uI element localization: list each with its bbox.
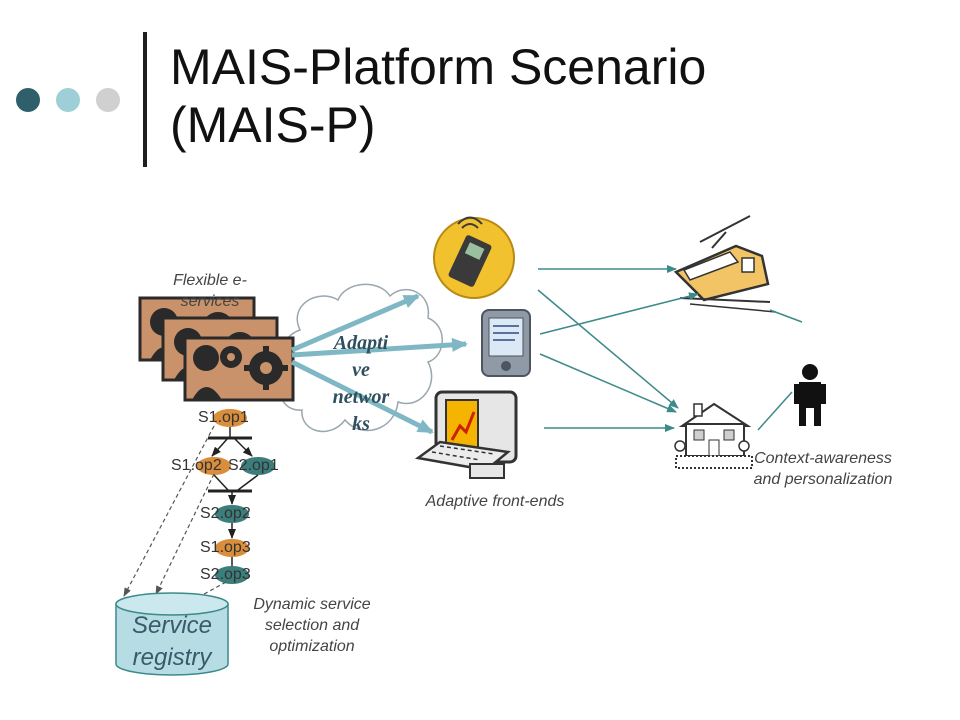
pda-icon (481, 309, 531, 377)
op-label-s1-op3: S1.op3 (200, 539, 251, 556)
phone-icon (433, 216, 515, 299)
context-arrows (537, 265, 803, 432)
computer-icon (414, 390, 518, 479)
cloud-line-1: Adapti (333, 332, 389, 354)
title-line-2: (MAIS-P) (170, 97, 376, 153)
dot-dark (16, 88, 40, 112)
s2-op2-node (215, 505, 249, 523)
cloud-line-3: networ (332, 386, 390, 408)
s2-op3-node (215, 566, 249, 584)
registry-line-1: Service (131, 612, 213, 639)
op-label-s2-op2: S2.op2 (200, 505, 251, 522)
title-divider (143, 32, 147, 167)
dot-grey (96, 88, 120, 112)
cloud-line-2: ve (352, 359, 370, 381)
context-awareness-caption: Context-awareness and personalization (753, 450, 893, 488)
train-icon (673, 215, 777, 313)
dot-light (56, 88, 80, 112)
network-arrows (290, 293, 468, 435)
e-service-card-front (183, 336, 295, 402)
s1-op3-node (215, 539, 249, 557)
op-label-s1-op2: S1.op2 (171, 457, 222, 474)
adaptive-networks-label: Adapti ve networ ks (318, 330, 404, 438)
e-service-card-icon (138, 296, 295, 402)
page-title: MAIS-Platform Scenario (MAIS-P) (170, 38, 930, 154)
cloud-line-4: ks (352, 413, 370, 435)
op-label-s2-op1: S2.op1 (228, 457, 279, 474)
house-icon (674, 402, 753, 469)
adaptive-front-ends-caption: Adaptive front-ends (425, 493, 565, 510)
dynamic-selection-caption: Dynamic service selection and optimizati… (253, 596, 371, 655)
op-label-s1-op1: S1.op1 (198, 409, 249, 426)
person-icon (794, 364, 826, 426)
s1-op1-node (213, 409, 247, 427)
title-line-1: MAIS-Platform Scenario (170, 39, 707, 95)
s2-op1-node (241, 457, 275, 475)
workflow (197, 409, 275, 584)
service-registry-cylinder (115, 592, 229, 676)
op-label-s2-op3: S2.op3 (200, 566, 251, 583)
flexible-services-caption: Flexible e-services (173, 272, 247, 310)
registry-line-2: registry (132, 644, 212, 671)
s1-op2-node (197, 457, 231, 475)
service-registry-label: Service registry (116, 610, 228, 674)
